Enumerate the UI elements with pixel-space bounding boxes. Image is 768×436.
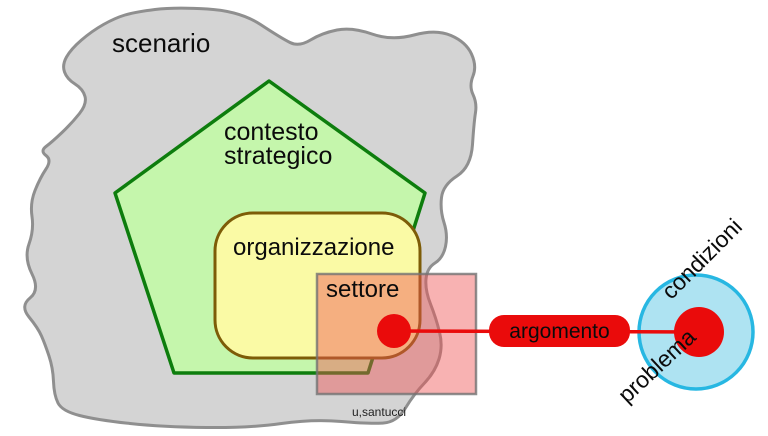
settore-label: settore <box>326 276 400 303</box>
problema-circle <box>674 307 724 357</box>
argomento-pill <box>489 315 630 347</box>
scenario-label: scenario <box>112 28 211 58</box>
settore-anchor-dot <box>377 314 411 348</box>
credit-label: u,santucci <box>352 405 407 419</box>
contesto-strategico-label: contesto strategico <box>224 118 333 170</box>
argomento-label: argomento <box>509 319 610 343</box>
organizzazione-label: organizzazione <box>233 234 395 261</box>
